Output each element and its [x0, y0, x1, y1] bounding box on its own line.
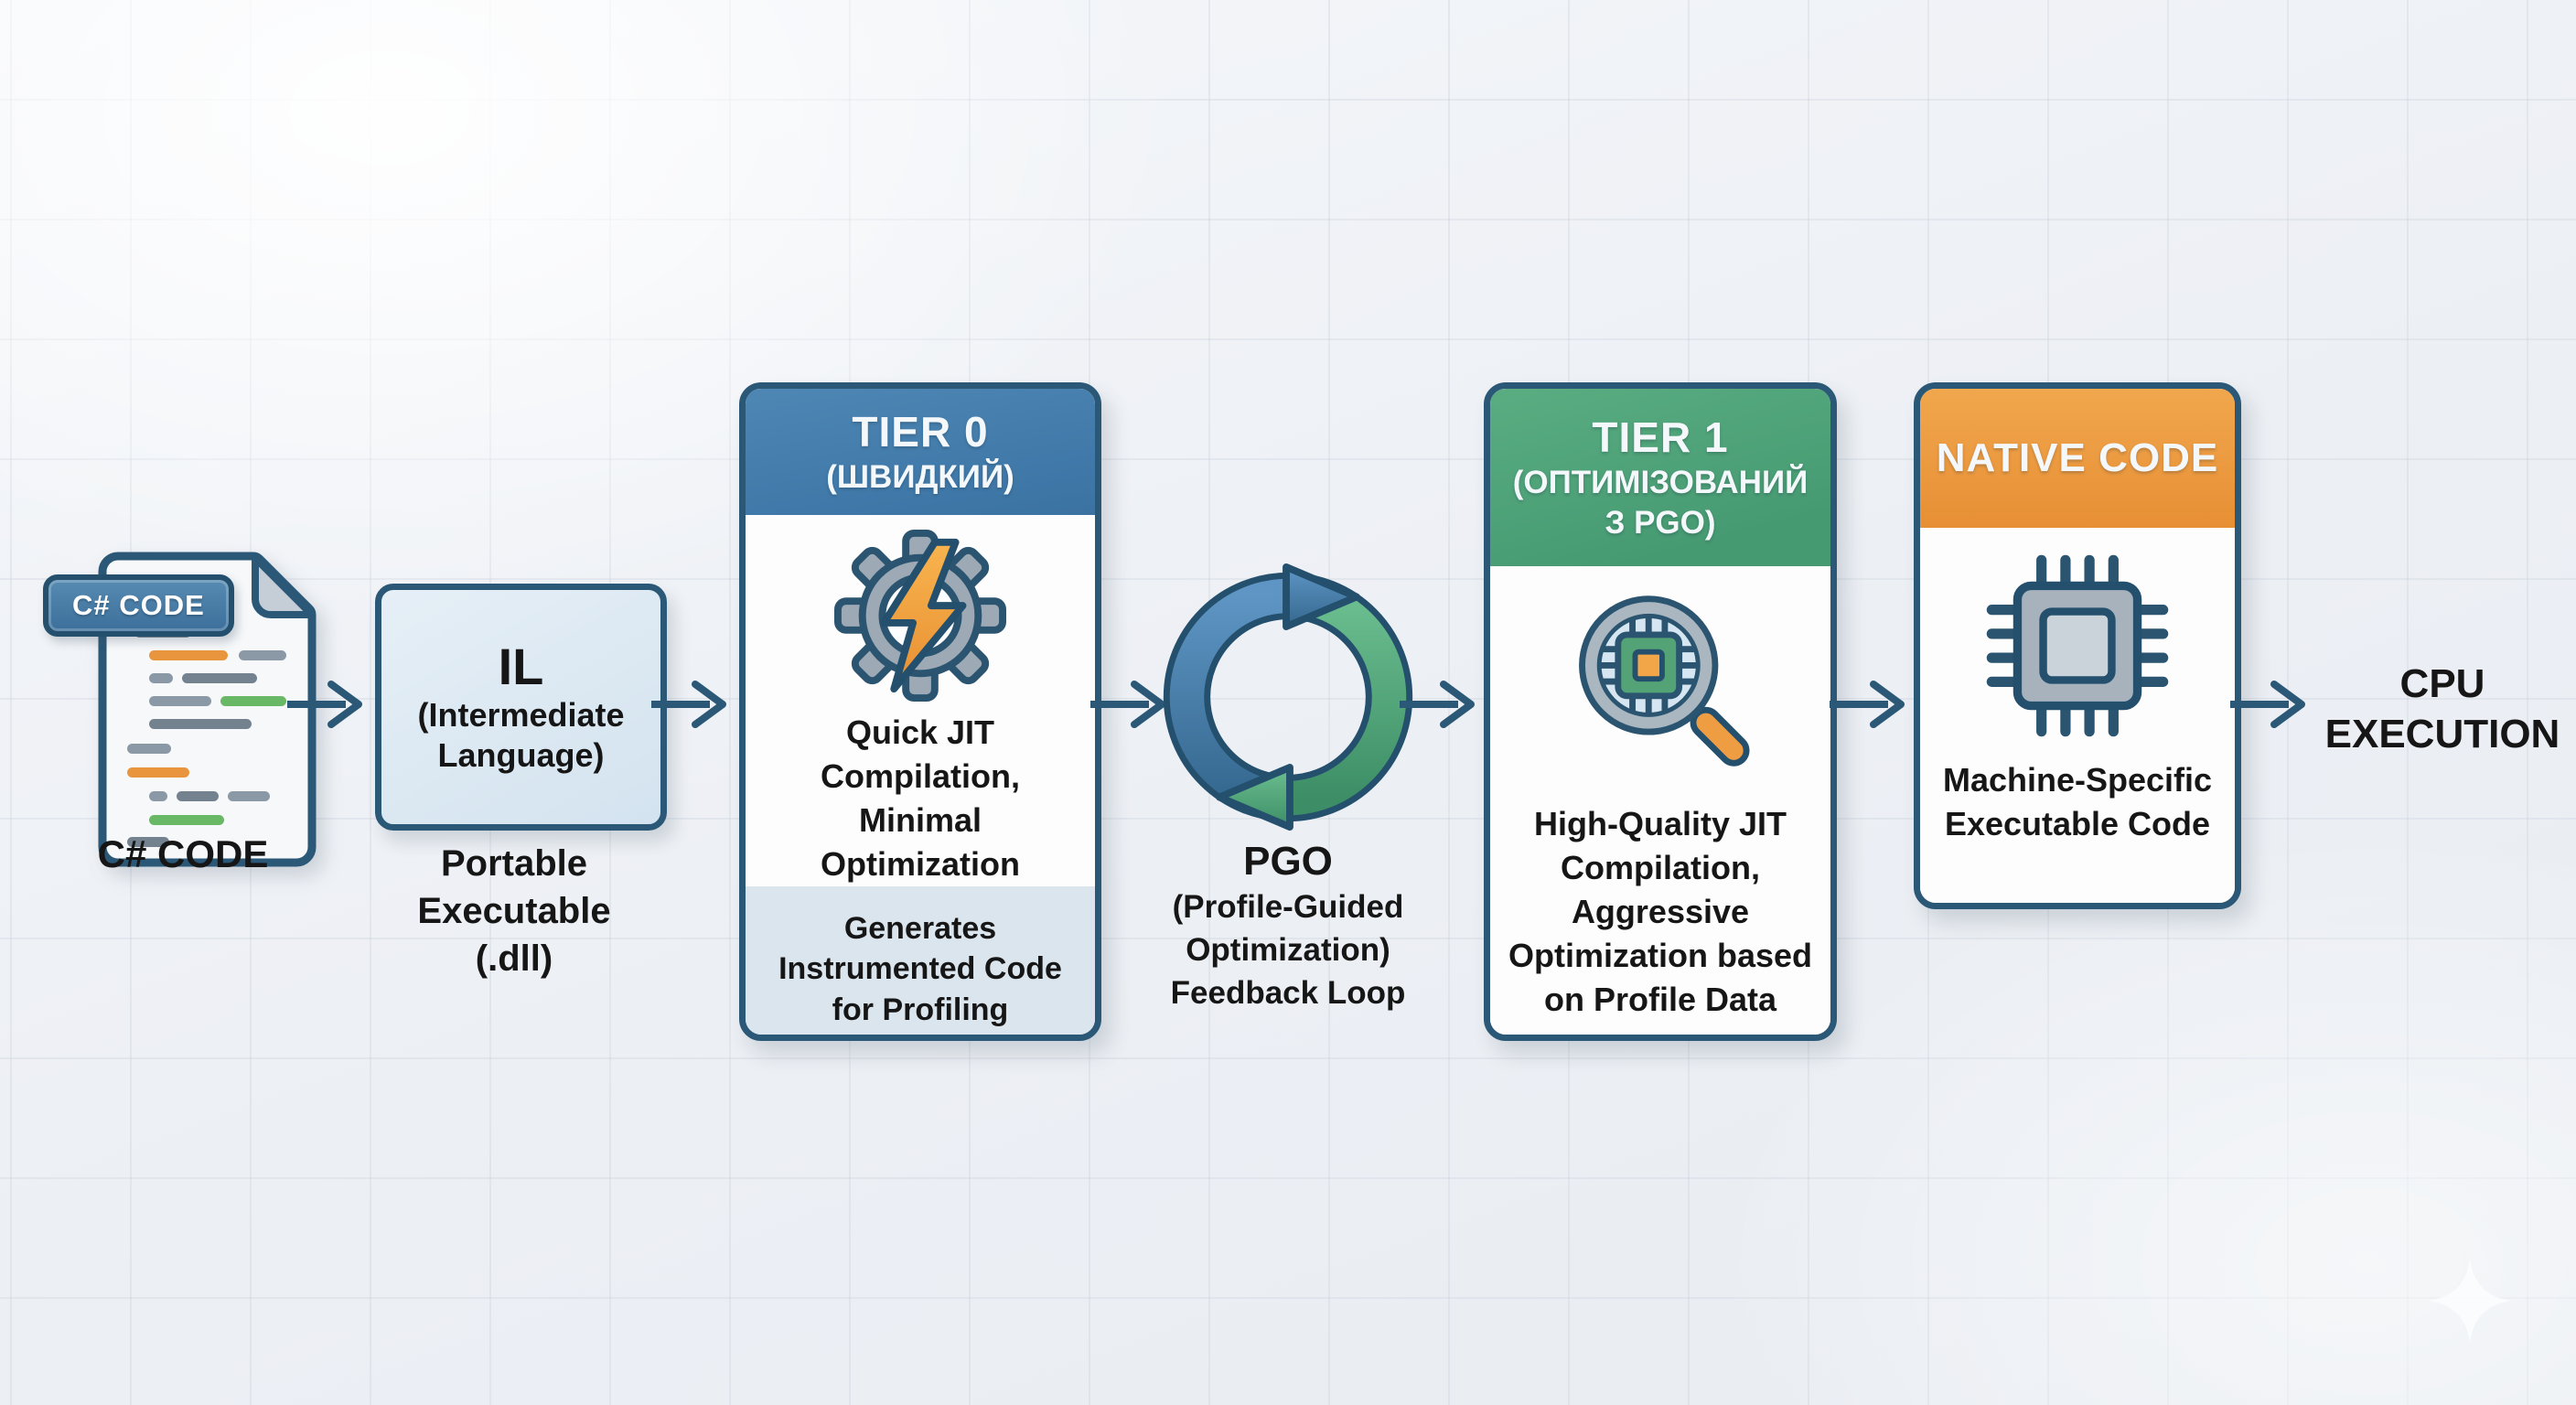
tier0-title: TIER 0: [852, 407, 989, 456]
pgo-cycle-icon: [1163, 563, 1413, 831]
tier1-body-text: High-Quality JIT Compilation, Aggressive…: [1508, 805, 1813, 1018]
tier0-footer-text: Generates Instrumented Code for Profilin…: [778, 910, 1062, 1028]
tier1-title: TIER 1: [1592, 413, 1729, 461]
native-body-text: Machine-Specific Executable Code: [1942, 761, 2213, 842]
tier0-footer: Generates Instrumented Code for Profilin…: [746, 885, 1095, 1035]
il-box: IL (Intermediate Language): [375, 584, 667, 831]
native-title: NATIVE CODE: [1936, 434, 2219, 480]
flow-arrow-2: [651, 681, 726, 728]
flow-arrow-5: [1830, 681, 1905, 728]
flow-arrow-4: [1400, 681, 1475, 728]
pgo-subtitle: (Profile-Guided Optimization) Feedback L…: [1170, 888, 1406, 1011]
tier0-box: TIER 0 (ШВИДКИЙ): [739, 382, 1101, 1041]
il-title: IL: [498, 638, 544, 696]
pgo-caption: PGO (Profile-Guided Optimization) Feedba…: [1151, 838, 1425, 1014]
tier0-subtitle: (ШВИДКИЙ): [826, 458, 1014, 495]
magnifier-chip-icon: [1579, 595, 1750, 767]
tier1-box: TIER 1 (ОПТИМІЗОВАНИЙ З PGO): [1484, 382, 1837, 1041]
tier0-header: TIER 0 (ШВИДКИЙ): [746, 389, 1095, 515]
native-body: Machine-Specific Executable Code: [1920, 528, 2235, 903]
csharp-label: C# CODE: [97, 832, 269, 875]
flow-arrow-3: [1090, 681, 1165, 728]
tier0-body: Quick JIT Compilation, Minimal Optimizat…: [746, 515, 1095, 886]
tier0-body-text: Quick JIT Compilation, Minimal Optimizat…: [821, 713, 1020, 883]
il-caption: Portable Executable (.dll): [417, 843, 611, 979]
sparkle-icon: [2428, 1259, 2512, 1343]
pgo-title: PGO: [1243, 839, 1333, 884]
gear-lightning-icon: [834, 530, 1006, 702]
csharp-badge: C# CODE: [43, 574, 234, 637]
flow-arrow-1: [287, 681, 362, 728]
tier1-header: TIER 1 (ОПТИМІЗОВАНИЙ З PGO): [1490, 389, 1830, 566]
cpu-execution-label: CPU EXECUTION: [2324, 661, 2560, 756]
tier1-subtitle: (ОПТИМІЗОВАНИЙ З PGO): [1512, 464, 1809, 541]
il-subtitle: (Intermediate Language): [417, 695, 625, 774]
cpu-chip-icon: [1986, 554, 2169, 737]
flow-arrow-6: [2230, 681, 2305, 728]
tier1-body: High-Quality JIT Compilation, Aggressive…: [1490, 566, 1830, 1035]
native-box: NATIVE CODE Machine-Specific Executable …: [1914, 382, 2241, 909]
csharp-file-node: C# CODE: [43, 547, 325, 872]
native-header: NATIVE CODE: [1920, 389, 2235, 528]
